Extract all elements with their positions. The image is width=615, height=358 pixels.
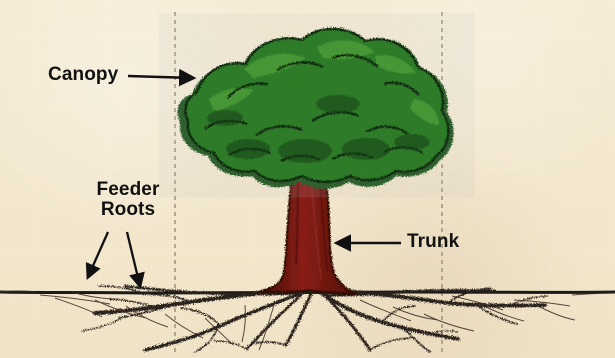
ground-line xyxy=(0,292,615,293)
canopy-label: Canopy xyxy=(48,65,118,85)
feeder-roots-arrow-left xyxy=(88,232,108,277)
trunk-label: Trunk xyxy=(407,232,459,252)
feeder-roots-label: Feeder Roots xyxy=(84,180,172,220)
root-system xyxy=(82,286,547,352)
feeder-roots-arrow-right xyxy=(127,232,140,286)
feeder-roots-label-line-1: Feeder xyxy=(84,180,172,200)
feeder-roots-label-line-2: Roots xyxy=(84,200,172,220)
canopy-arrow xyxy=(128,76,193,78)
canopy-artwork xyxy=(177,28,453,189)
